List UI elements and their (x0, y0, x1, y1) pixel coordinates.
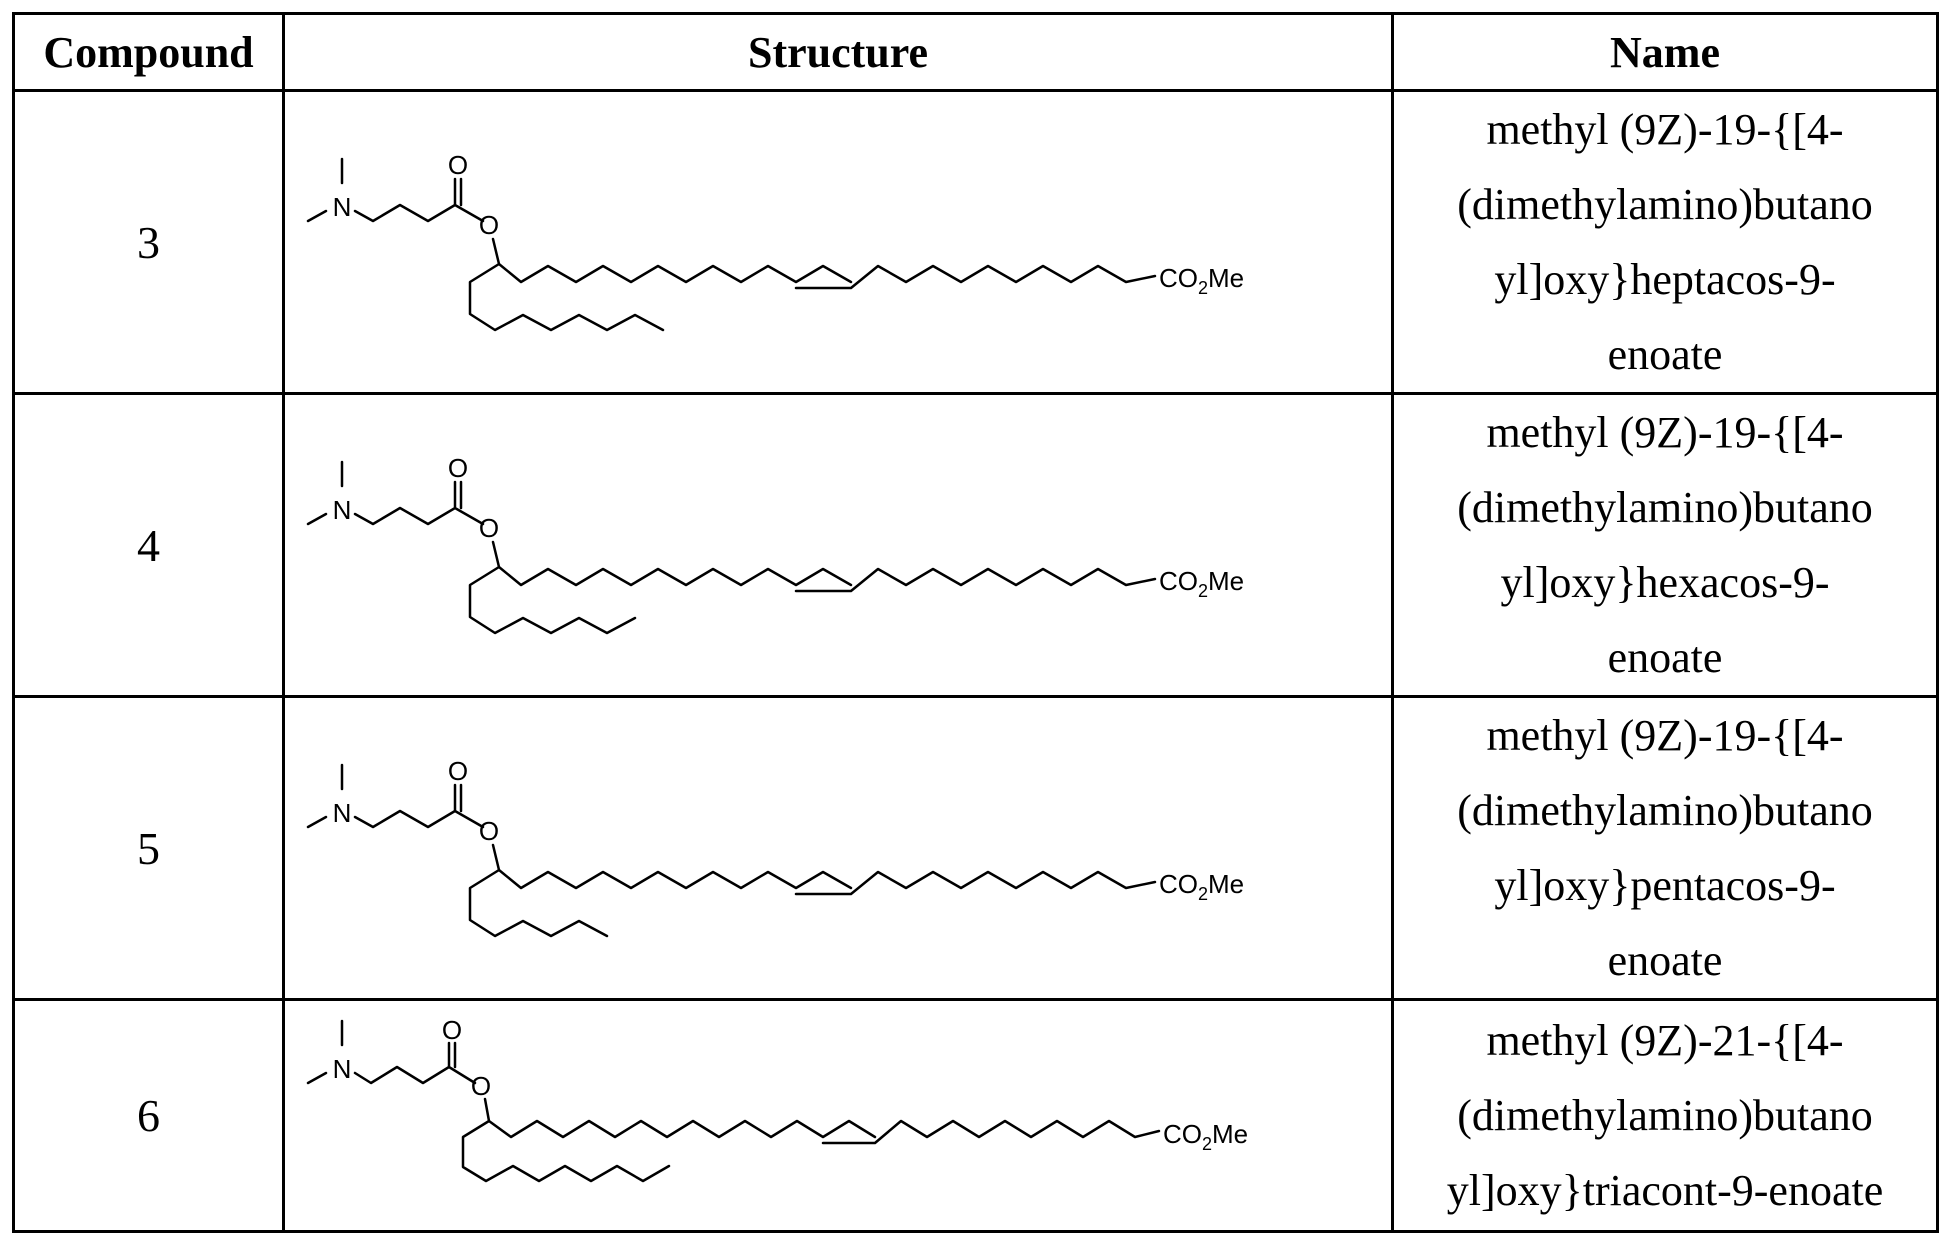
nitrogen-label: N (333, 1054, 352, 1084)
structure-cell: N O O CO2Me (284, 394, 1393, 697)
name-line: yl]oxy}pentacos-9- (1394, 848, 1936, 923)
carbonyl-oxygen-label: O (448, 453, 468, 483)
nitrogen-label: N (333, 192, 352, 222)
chemical-structure-drawing: N O O CO2Me (285, 700, 1391, 996)
chemical-structure-drawing: N O O CO2Me (285, 94, 1391, 390)
name-line: (dimethylamino)butano (1394, 1078, 1936, 1153)
carbonyl-oxygen-label: O (448, 756, 468, 786)
compound-name: methyl (9Z)-19-{[4- (dimethylamino)butan… (1393, 697, 1938, 1000)
header-structure: Structure (284, 14, 1393, 91)
compound-table: Compound Structure Name 3 N O O CO2Me (12, 12, 1939, 1233)
methyl-ester-label: CO2Me (1159, 566, 1244, 601)
table-row: 5 N O O CO2Me methyl (9Z)-19-{[4- (dimet… (14, 697, 1938, 1000)
chemical-structure-drawing: N O O CO2Me (285, 397, 1391, 693)
name-line: (dimethylamino)butano (1394, 167, 1936, 242)
name-line: enoate (1394, 923, 1936, 998)
carbonyl-oxygen-label: O (442, 1015, 462, 1045)
table-row: 6 N O O CO2Me methyl (9Z)-21-{[4- (dimet… (14, 1000, 1938, 1232)
structure-cell: N O O CO2Me (284, 697, 1393, 1000)
nitrogen-label: N (333, 495, 352, 525)
compound-number: 5 (14, 697, 284, 1000)
header-name: Name (1393, 14, 1938, 91)
compound-number: 6 (14, 1000, 284, 1232)
ester-oxygen-label: O (471, 1071, 491, 1101)
name-line: yl]oxy}triacont-9-enoate (1394, 1153, 1936, 1228)
compound-number: 3 (14, 91, 284, 394)
ester-oxygen-label: O (479, 513, 499, 543)
compound-name: methyl (9Z)-19-{[4- (dimethylamino)butan… (1393, 91, 1938, 394)
carbonyl-oxygen-label: O (448, 150, 468, 180)
methyl-ester-label: CO2Me (1159, 869, 1244, 904)
header-compound: Compound (14, 14, 284, 91)
header-row: Compound Structure Name (14, 14, 1938, 91)
compound-name: methyl (9Z)-21-{[4- (dimethylamino)butan… (1393, 1000, 1938, 1232)
name-line: yl]oxy}heptacos-9- (1394, 242, 1936, 317)
name-line: methyl (9Z)-19-{[4- (1394, 92, 1936, 167)
nitrogen-label: N (333, 798, 352, 828)
table-row: 3 N O O CO2Me methyl (9Z)-19-{[4- (dimet… (14, 91, 1938, 394)
name-line: methyl (9Z)-19-{[4- (1394, 698, 1936, 773)
compound-number: 4 (14, 394, 284, 697)
methyl-ester-label: CO2Me (1163, 1119, 1248, 1154)
name-line: methyl (9Z)-19-{[4- (1394, 395, 1936, 470)
ester-oxygen-label: O (479, 816, 499, 846)
chemical-structure-drawing: N O O CO2Me (285, 1003, 1391, 1229)
name-line: (dimethylamino)butano (1394, 773, 1936, 848)
structure-cell: N O O CO2Me (284, 1000, 1393, 1232)
table-row: 4 N O O CO2Me methyl (9Z)-19-{[4- (dimet… (14, 394, 1938, 697)
name-line: (dimethylamino)butano (1394, 470, 1936, 545)
compound-name: methyl (9Z)-19-{[4- (dimethylamino)butan… (1393, 394, 1938, 697)
methyl-ester-label: CO2Me (1159, 263, 1244, 298)
ester-oxygen-label: O (479, 210, 499, 240)
name-line: enoate (1394, 620, 1936, 695)
name-line: yl]oxy}hexacos-9- (1394, 545, 1936, 620)
structure-cell: N O O CO2Me (284, 91, 1393, 394)
name-line: enoate (1394, 317, 1936, 392)
name-line: methyl (9Z)-21-{[4- (1394, 1003, 1936, 1078)
